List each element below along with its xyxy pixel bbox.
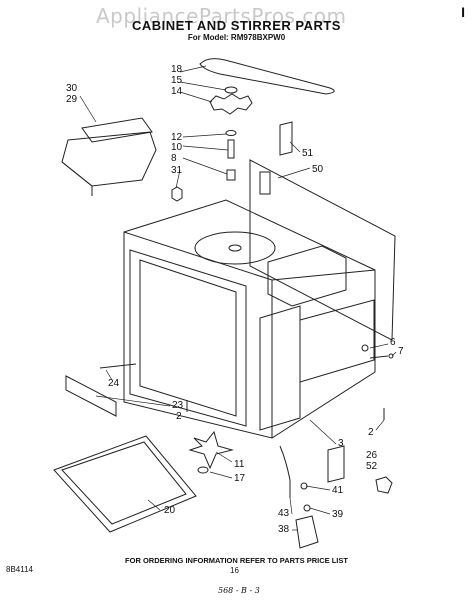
callout-15: 15 <box>171 75 183 86</box>
callout-14: 14 <box>171 86 183 97</box>
callout-20: 20 <box>164 505 176 516</box>
part-26 <box>327 445 345 483</box>
callout-31: 31 <box>171 165 183 176</box>
screws-6-7 <box>361 344 394 359</box>
rear-panel <box>249 159 396 341</box>
callout-12: 12 <box>171 132 183 143</box>
callout-17: 17 <box>234 473 246 484</box>
callout-7: 7 <box>398 346 404 357</box>
callout-51: 51 <box>302 148 314 159</box>
page-title: CABINET AND STIRRER PARTS <box>132 18 341 33</box>
callout-18: 18 <box>171 64 183 75</box>
cabinet-body <box>123 199 376 439</box>
corner-mark: I <box>461 4 465 20</box>
callout-39: 39 <box>332 509 344 520</box>
stirrer-shaft <box>225 130 237 181</box>
callout-23: 23 <box>172 400 184 411</box>
stirrer-belt <box>199 58 335 95</box>
page-number: 16 <box>230 566 239 575</box>
callout-41: 41 <box>332 485 344 496</box>
fan-blade <box>188 430 234 474</box>
callout-2b: 2 <box>368 427 374 438</box>
model-subtitle: For Model: RM978BXPW0 <box>187 33 286 42</box>
callout-26: 26 <box>366 450 378 461</box>
callout-30: 30 <box>66 83 78 94</box>
wire-43 <box>279 445 291 498</box>
waveguide-cover <box>61 117 157 196</box>
part-31-knob <box>171 186 183 202</box>
callout-8: 8 <box>171 153 177 164</box>
part-38 <box>295 515 319 549</box>
handwritten-note: 568 - B - 3 <box>218 586 260 595</box>
callout-3: 3 <box>338 438 344 449</box>
part-39 <box>303 504 311 512</box>
callout-38: 38 <box>278 524 290 535</box>
page-code: 8B4114 <box>6 565 33 574</box>
callout-2a: 2 <box>176 411 182 422</box>
door-parts-23-24 <box>65 363 137 417</box>
ordering-note: FOR ORDERING INFORMATION REFER TO PARTS … <box>125 556 348 565</box>
part-52 <box>375 476 393 494</box>
callout-52: 52 <box>366 461 378 472</box>
watermark: AppliancePartsPros.com <box>96 4 347 28</box>
stirrer-blade <box>209 86 253 115</box>
callout-6: 6 <box>390 337 396 348</box>
callout-24: 24 <box>108 378 120 389</box>
callout-50: 50 <box>312 164 324 175</box>
bracket-51 <box>279 121 293 156</box>
callout-10: 10 <box>171 142 183 153</box>
callout-29: 29 <box>66 94 78 105</box>
leader-lines <box>79 65 397 531</box>
callout-43: 43 <box>278 508 290 519</box>
tray-20 <box>53 435 197 533</box>
callout-11: 11 <box>234 459 245 470</box>
